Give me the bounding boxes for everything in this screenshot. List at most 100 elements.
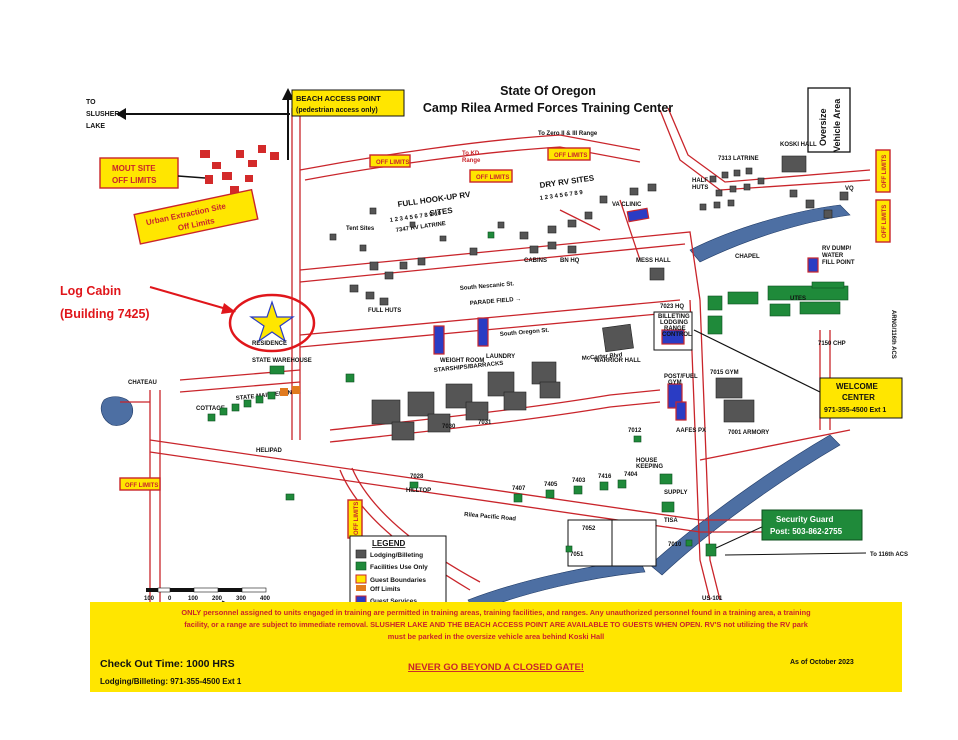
wetland-south (467, 559, 646, 613)
supply-label: SUPPLY (664, 490, 687, 496)
svg-text:OFF LIMITS: OFF LIMITS (112, 176, 157, 185)
svg-text:OFF LIMITS: OFF LIMITS (125, 483, 158, 489)
svg-text:OFF LIMITS: OFF LIMITS (476, 175, 509, 181)
full-hookup-sites: SITES (429, 206, 454, 218)
number-7405: 7405 (544, 482, 558, 488)
parade-field-label: PARADE FIELD → (470, 297, 522, 307)
lake-west (100, 396, 134, 426)
star-icon (249, 300, 295, 343)
tent-sites: Tent Sites (329, 207, 377, 252)
chapel-label: CHAPEL (735, 254, 760, 260)
housekeeping-label: HOUSE KEEPING (636, 458, 663, 470)
number-7416: 7416 (598, 474, 612, 480)
legend: LEGEND Lodging/Billeting Facilities Use … (349, 535, 447, 609)
bn-hq-label: BN HQ (560, 258, 580, 264)
beach-access-sub: (pedestrian access only) (296, 107, 378, 114)
svg-text:CENTER: CENTER (842, 393, 875, 402)
vq-label: VQ (845, 186, 854, 192)
log-cabin-circle (228, 293, 316, 353)
barracks-buildings (371, 361, 561, 441)
log-cabin-building: (Building 7425) (60, 307, 150, 321)
chp-label: 7150 CHP (818, 341, 846, 347)
notice-line-3: must be parked in the oversize vehicle a… (388, 632, 604, 641)
off-limits-tag-1: OFF LIMITS (369, 154, 411, 168)
svg-text:200: 200 (212, 596, 223, 602)
urban-extraction-box: Urban Extraction Site Off Limits (133, 188, 259, 245)
armory-label: 7001 ARMORY (728, 430, 769, 436)
rv-dump-label: RV DUMP/ WATER FILL POINT (822, 246, 855, 266)
as-of-date: As of October 2023 (790, 659, 854, 666)
svg-text:TO: TO (86, 99, 96, 106)
building-7039 (285, 493, 295, 501)
legend-off-limits: Off Limits (370, 586, 401, 593)
slusher-arrowhead (116, 108, 126, 120)
notice-line-1: ONLY personnel assigned to units engaged… (181, 608, 811, 617)
welcome-pointer (693, 329, 821, 393)
svg-text:WELCOME: WELCOME (836, 382, 878, 391)
svg-text:OFF LIMITS: OFF LIMITS (882, 205, 888, 238)
hilltop-building (409, 481, 419, 489)
koski-hall-label: KOSKI HALL (780, 142, 817, 148)
cottage-label: COTTAGE (196, 406, 225, 412)
laundry-label: LAUNDRY (486, 354, 515, 360)
us101-label: US-101 (702, 596, 723, 602)
hq-label: 7023 HQ (660, 304, 684, 310)
maintenance-buildings (207, 386, 300, 422)
chateau-label: CHATEAU (128, 380, 157, 386)
off-limits-tag-5: OFF LIMITS (347, 499, 363, 539)
beach-access-title: BEACH ACCESS POINT (296, 94, 381, 103)
residence-label: RESIDENCE (252, 341, 287, 347)
street-nescanic: South Nescanic St. (460, 281, 515, 292)
beach-arrowhead (282, 88, 294, 100)
laundry-building (477, 317, 489, 347)
number-7010: 7010 (668, 542, 682, 548)
number-7030: 7030 (442, 424, 456, 430)
post-fuel-label: POST/FUEL GYM (664, 374, 699, 386)
number-7028: 7028 (410, 474, 424, 480)
legend-facilities: Facilities Use Only (370, 564, 428, 571)
log-cabin-arrow (149, 286, 231, 311)
warrior-hall-building (602, 323, 634, 353)
building-7010 (685, 539, 693, 547)
title-state: State Of Oregon (500, 84, 596, 98)
svg-text:LAKE: LAKE (86, 123, 105, 130)
aafes-building (675, 401, 687, 421)
never-closed-gate: NEVER GO BEYOND A CLOSED GATE! (408, 662, 584, 673)
off-limits-tag-2: OFF LIMITS (469, 169, 513, 183)
footer-notice-box (90, 602, 902, 692)
mout-arrow (177, 175, 206, 179)
log-cabin-label: Log Cabin (60, 284, 121, 298)
huts-cluster (699, 167, 849, 219)
legend-guest-boundaries: Guest Boundaries (370, 577, 426, 584)
number-7403: 7403 (572, 478, 586, 484)
svg-text:Security Guard: Security Guard (776, 515, 833, 524)
svg-text:OFF LIMITS: OFF LIMITS (882, 155, 888, 188)
building-7230 (345, 373, 355, 383)
to-116-acs: To 116th ACS (870, 552, 908, 558)
to-kd-range: To KD Range (462, 151, 481, 164)
svg-text:OFF LIMITS: OFF LIMITS (354, 502, 360, 535)
svg-text:Tent Sites: Tent Sites (346, 226, 375, 232)
billeting-core (661, 329, 685, 345)
oversize-vehicle-area: Oversize Vehicle Area (807, 87, 851, 153)
slusher-lake-label: TO SLUSHER LAKE (80, 95, 120, 137)
cabins-label: CABINS (524, 258, 547, 264)
wetland-creek-east (649, 434, 841, 576)
number-7052: 7052 (582, 526, 596, 532)
weight-room-building (433, 325, 445, 355)
beach-access-box (291, 89, 405, 117)
gym-label: 7015 GYM (710, 370, 739, 376)
supply-buildings (513, 473, 675, 513)
koski-hall-building (781, 155, 807, 173)
checkout-time: Check Out Time: 1000 HRS (100, 658, 235, 670)
off-limits-tag-6: OFF LIMITS (875, 149, 891, 193)
number-7012: 7012 (628, 428, 642, 434)
dry-rv-title: DRY RV SITES (539, 173, 595, 190)
security-pointer (715, 525, 765, 549)
state-warehouse-label: STATE WAREHOUSE (252, 358, 312, 364)
svg-text:Vehicle Area: Vehicle Area (832, 98, 842, 152)
arng-label: ARNG/116th ACS (890, 310, 896, 359)
svg-text:300: 300 (236, 596, 247, 602)
mout-buildings (200, 145, 279, 194)
